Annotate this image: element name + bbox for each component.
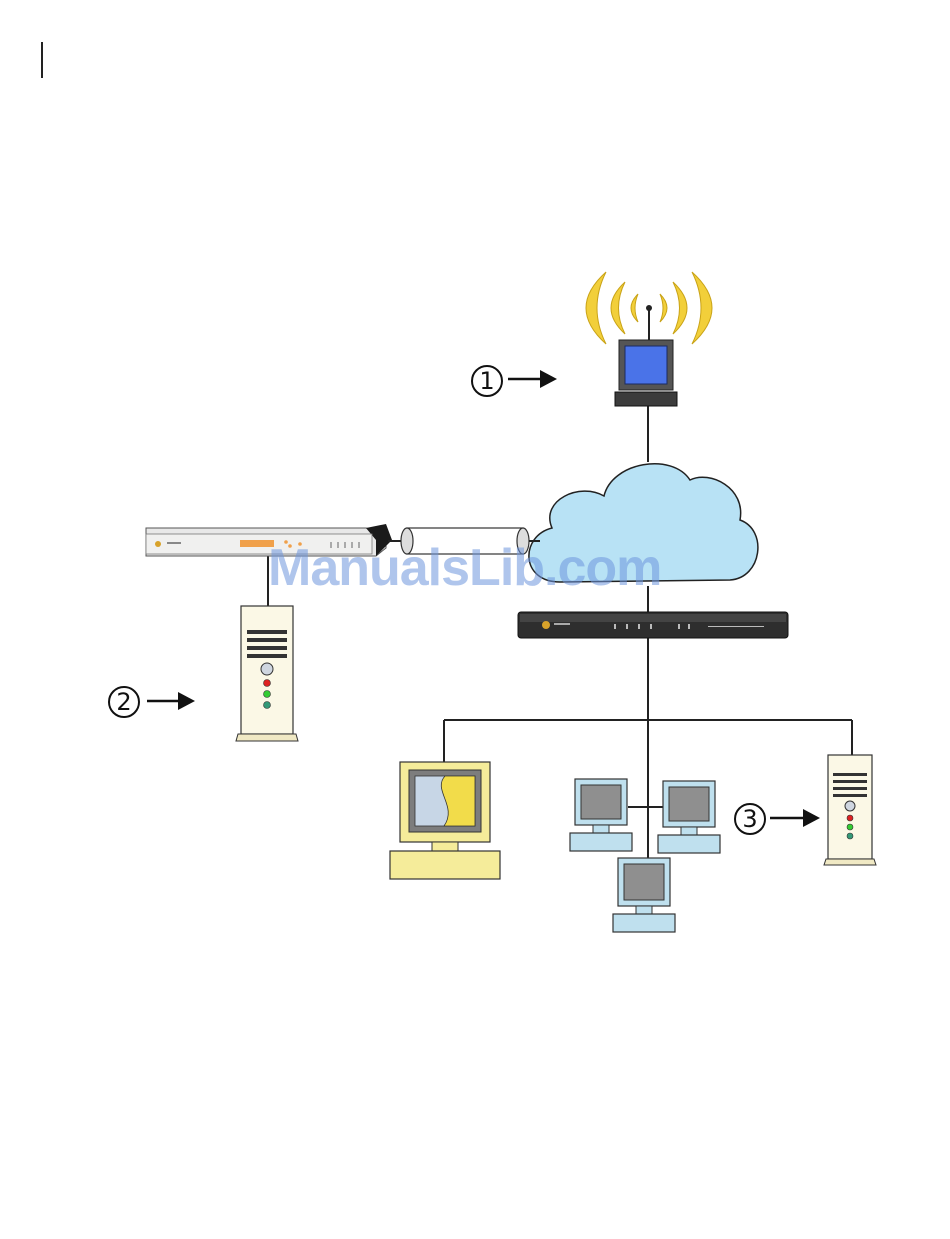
callout-1-label: 1 [471,365,503,397]
callout-arrows [147,370,820,827]
computer-icon [658,781,720,853]
server-tower-icon [824,755,876,865]
computer-icon [570,779,632,851]
callout-2-label: 2 [108,686,140,718]
wireless-access-point-icon [586,272,712,406]
computer-icon [390,762,500,879]
network-appliance-icon [518,612,788,638]
callout-3-label: 3 [734,803,766,835]
watermark: ManualsLib.com [268,538,661,598]
computer-icon [613,858,675,932]
server-tower-icon [236,606,298,741]
